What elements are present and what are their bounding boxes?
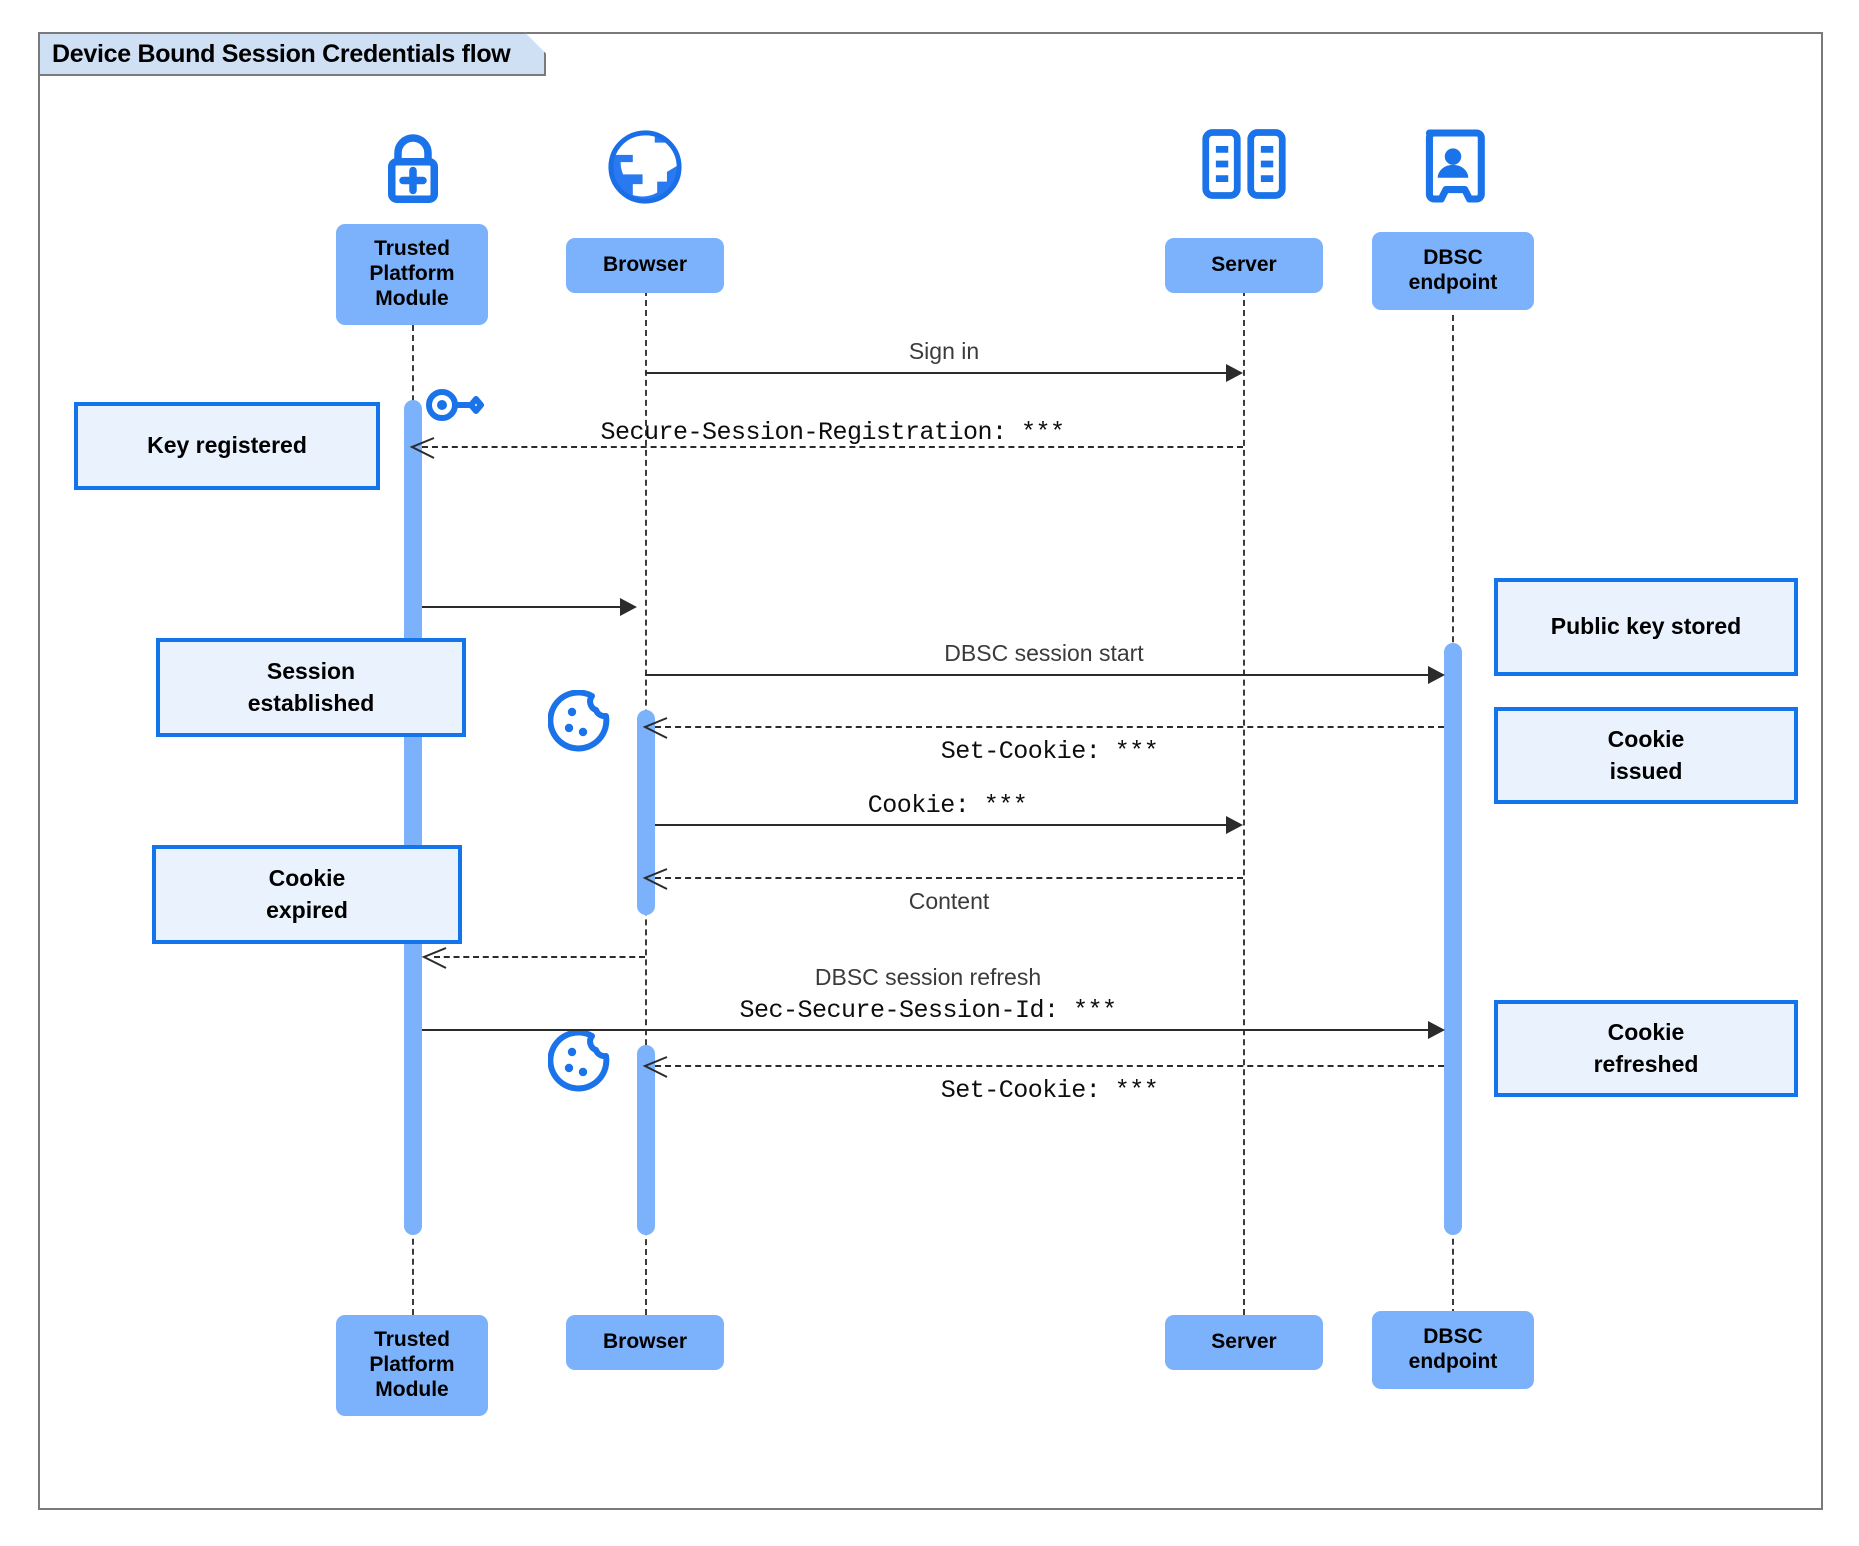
message-line-set-cookie-2 bbox=[655, 1065, 1444, 1067]
message-label-sec-secure-session-id: Sec-Secure-Session-Id: *** bbox=[739, 996, 1117, 1025]
participant-browser-bottom[interactable]: Browser bbox=[566, 1315, 724, 1370]
arrowhead-right bbox=[1428, 1021, 1445, 1039]
participant-label: Server bbox=[1211, 253, 1277, 277]
note-text: Key registered bbox=[147, 432, 307, 459]
message-line-tpm-to-browser bbox=[422, 606, 628, 608]
message-line-dbsc-session-refresh bbox=[422, 1029, 1434, 1031]
activation-bar-browser-1 bbox=[637, 710, 655, 915]
arrowhead-left bbox=[409, 436, 435, 459]
lifeline-server bbox=[1243, 280, 1245, 1315]
note-key-registered: Key registered bbox=[74, 402, 380, 490]
participant-tpm-top[interactable]: Trusted Platform Module bbox=[336, 224, 488, 325]
arrowhead-right bbox=[620, 598, 637, 616]
message-label-sign-in: Sign in bbox=[908, 338, 980, 364]
participant-label: DBSC endpoint bbox=[1408, 1325, 1498, 1373]
message-label-set-cookie-1: Set-Cookie: *** bbox=[940, 737, 1159, 766]
participant-dbsc-bottom[interactable]: DBSC endpoint bbox=[1372, 1311, 1534, 1389]
activation-bar-dbsc bbox=[1444, 643, 1462, 1235]
participant-label: Browser bbox=[602, 253, 688, 277]
arrowhead-left bbox=[642, 716, 668, 739]
participant-server-top[interactable]: Server bbox=[1165, 238, 1323, 293]
participant-tpm-bottom[interactable]: Trusted Platform Module bbox=[336, 1315, 488, 1416]
message-line-set-cookie-1 bbox=[655, 726, 1444, 728]
message-label-cookie: Cookie: *** bbox=[867, 791, 1028, 820]
message-label-dbsc-session-refresh: DBSC session refresh bbox=[814, 964, 1042, 990]
participant-dbsc-top[interactable]: DBSC endpoint bbox=[1372, 232, 1534, 310]
participant-label: Trusted Platform Module bbox=[369, 237, 455, 310]
note-text: Public key stored bbox=[1550, 613, 1742, 640]
arrowhead-left bbox=[642, 867, 668, 890]
participant-label: DBSC endpoint bbox=[1408, 246, 1498, 294]
participant-browser-top[interactable]: Browser bbox=[566, 238, 724, 293]
message-line-sign-in bbox=[645, 372, 1240, 374]
cookie-icon bbox=[548, 690, 612, 752]
message-line-dbsc-session-start bbox=[645, 674, 1434, 676]
activation-bar-browser-2 bbox=[637, 1045, 655, 1235]
lock-plus-icon bbox=[373, 128, 453, 208]
participant-label: Browser bbox=[602, 1330, 688, 1354]
message-label-content: Content bbox=[908, 888, 990, 914]
participant-server-bottom[interactable]: Server bbox=[1165, 1315, 1323, 1370]
message-label-set-cookie-2: Set-Cookie: *** bbox=[940, 1076, 1159, 1105]
arrowhead-left bbox=[642, 1055, 668, 1078]
arrowhead-right bbox=[1226, 816, 1243, 834]
message-line-cookie bbox=[655, 824, 1240, 826]
globe-icon bbox=[606, 128, 684, 206]
server-rack-icon bbox=[1198, 128, 1290, 200]
participant-label: Server bbox=[1211, 1330, 1277, 1354]
message-line-content bbox=[655, 877, 1243, 879]
note-public-key-stored: Public key stored bbox=[1494, 578, 1798, 676]
participant-label: Trusted Platform Module bbox=[369, 1328, 455, 1401]
arrowhead-left bbox=[421, 946, 447, 969]
message-label-secure-session-registration: Secure-Session-Registration: *** bbox=[600, 418, 1065, 447]
message-line-browser-to-tpm bbox=[434, 956, 645, 958]
diagram-title: Device Bound Session Credentials flow bbox=[38, 32, 546, 76]
message-line-secure-session-registration bbox=[422, 446, 1243, 448]
activation-bar-tpm bbox=[404, 400, 422, 1235]
id-badge-icon bbox=[1420, 128, 1486, 204]
message-label-dbsc-session-start: DBSC session start bbox=[944, 640, 1144, 666]
key-icon bbox=[426, 385, 490, 425]
arrowhead-right bbox=[1226, 364, 1243, 382]
cookie-icon bbox=[548, 1030, 612, 1092]
arrowhead-right bbox=[1428, 666, 1445, 684]
